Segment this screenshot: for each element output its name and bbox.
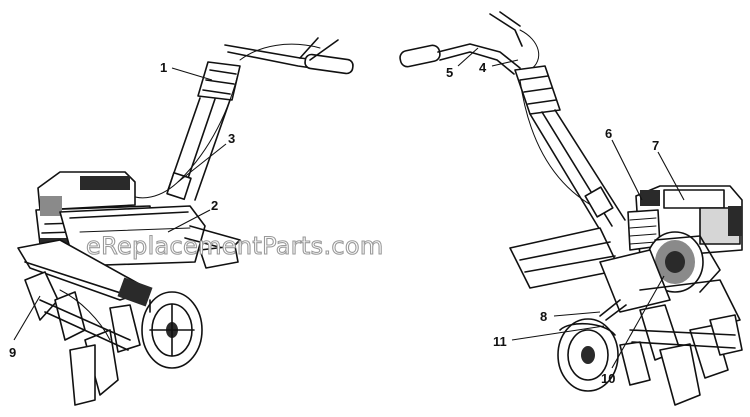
callouts: 1 2 3 4 5 6 7 8	[9, 47, 685, 386]
right-frame	[509, 227, 741, 331]
callout-2: 2	[167, 198, 218, 233]
watermark-text: eReplacementParts.com	[86, 232, 384, 260]
callout-9: 9	[9, 295, 41, 360]
left-handle-column	[129, 61, 241, 201]
left-handlebar	[224, 37, 354, 75]
svg-text:8: 8	[540, 309, 547, 324]
callout-11: 11	[493, 325, 605, 349]
callout-8: 8	[540, 309, 601, 324]
svg-text:10: 10	[601, 371, 615, 386]
right-tiller-illustration	[399, 11, 743, 406]
svg-text:11: 11	[493, 334, 507, 349]
right-handlebar	[399, 11, 540, 75]
svg-text:6: 6	[605, 126, 612, 141]
callout-4: 4	[479, 59, 519, 75]
svg-text:5: 5	[446, 65, 453, 80]
svg-text:4: 4	[479, 60, 487, 75]
right-tines	[619, 304, 743, 406]
callout-7: 7	[652, 138, 685, 201]
svg-text:2: 2	[211, 198, 218, 213]
callout-10: 10	[601, 275, 665, 386]
right-handle-column	[514, 65, 626, 231]
svg-text:1: 1	[160, 60, 167, 75]
left-engine-shroud	[59, 205, 241, 269]
callout-1: 1	[160, 60, 213, 81]
left-tiller-illustration	[17, 37, 354, 406]
right-transport-wheel	[557, 299, 627, 392]
right-hand-grip	[399, 44, 441, 68]
left-hand-grip	[304, 53, 354, 75]
left-tines	[24, 271, 141, 406]
svg-text:7: 7	[652, 138, 659, 153]
svg-text:3: 3	[228, 131, 235, 146]
left-transport-wheel	[141, 291, 203, 369]
svg-text:9: 9	[9, 345, 16, 360]
callout-3: 3	[177, 131, 235, 183]
callout-5: 5	[446, 47, 479, 80]
left-tine-shield	[17, 239, 153, 307]
callout-6: 6	[605, 126, 643, 201]
